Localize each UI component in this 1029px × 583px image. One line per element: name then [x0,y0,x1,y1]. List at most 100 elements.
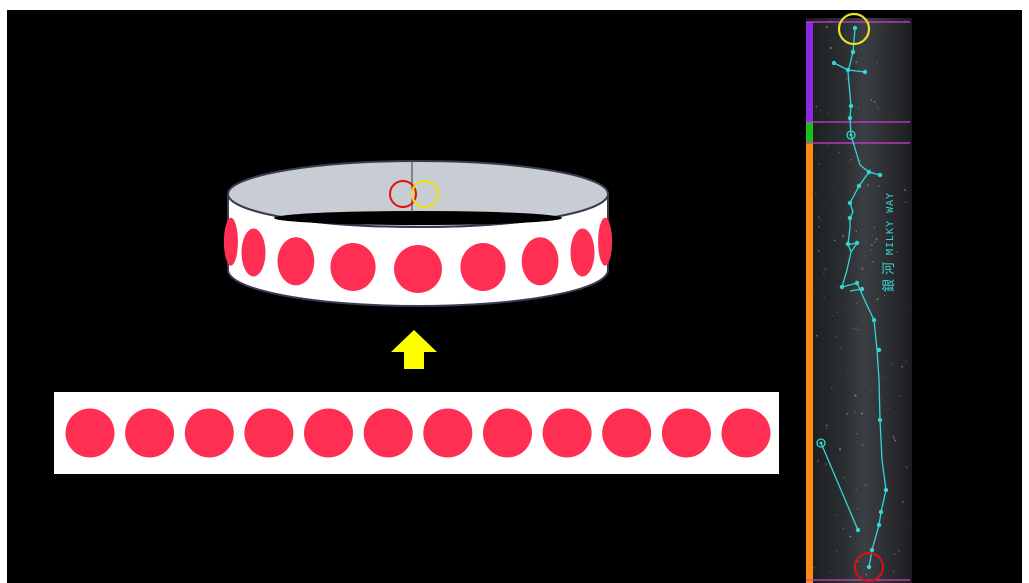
background-star [825,427,827,429]
background-star [839,555,840,556]
background-star [847,373,848,374]
background-star [846,78,848,80]
background-star [876,24,877,25]
background-star [865,574,867,576]
background-star [848,160,849,161]
background-star [906,360,907,361]
background-star [856,327,857,328]
background-star [828,113,829,114]
band-dot [460,243,505,291]
background-star [813,292,814,293]
background-star [861,49,862,50]
background-star [899,396,900,397]
background-star [893,435,895,437]
background-star [865,484,867,486]
background-star [817,460,819,462]
band-hole-shadow [274,211,562,225]
background-star [899,212,900,213]
star-point [863,70,867,74]
star-point [846,242,850,246]
background-star [904,189,906,191]
background-star [830,47,832,49]
background-star [820,219,821,220]
background-star [878,185,880,187]
band-dot [224,218,238,266]
background-star [864,256,865,257]
background-star [894,554,895,555]
flat-strip-dot [66,409,115,458]
background-star [815,193,817,195]
background-star [899,338,900,339]
background-star [833,315,834,316]
background-star [818,226,819,227]
band-dot [571,229,595,277]
background-star [825,463,827,465]
green-bar [806,122,813,143]
background-star [835,336,837,338]
background-star [861,334,862,335]
background-star [876,105,878,107]
background-star [857,508,859,510]
background-star [852,179,853,180]
background-star [847,216,848,217]
star-point [850,134,853,137]
star-point [853,26,857,30]
background-star [860,160,861,161]
star-point [832,61,836,65]
milky-way-label-chinese: 銀 河 [882,262,897,292]
background-star [814,567,816,569]
star-point [848,116,852,120]
background-star [837,551,838,552]
background-star [867,184,869,186]
background-star [888,408,889,409]
background-star [834,240,836,242]
flat-strip-dot [662,409,711,458]
flat-strip-dot [423,409,472,458]
band-dot [278,237,315,285]
background-star [824,297,825,298]
star-point [849,104,853,108]
star-point [877,523,881,527]
flat-strip-dot [125,409,174,458]
background-star [826,425,828,427]
star-point [856,528,860,532]
background-star [815,106,817,108]
background-star [843,477,844,478]
background-star [839,448,841,450]
background-star [838,152,840,154]
milky-way-label: MILKY WAY [885,192,896,255]
background-star [838,285,839,286]
background-star [856,503,857,504]
background-star [831,388,832,389]
background-star [881,28,882,29]
background-star [897,251,898,252]
star-point [877,348,881,352]
background-star [823,273,825,275]
background-star [878,108,880,110]
background-star [856,303,857,304]
background-star [824,203,825,204]
background-star [862,444,864,446]
background-star [855,61,857,63]
background-star [845,35,846,36]
flat-strip-dot [244,409,293,458]
background-star [842,235,844,237]
star-point [855,241,859,245]
band-dot [394,245,442,293]
star-point [872,318,876,322]
background-star [872,261,873,262]
background-star [845,305,846,306]
background-star [877,298,879,300]
background-star [861,268,863,270]
star-point [878,173,882,177]
star-point [867,565,871,569]
background-star [818,250,820,252]
background-star [855,489,856,490]
background-star [873,68,874,69]
background-star [836,514,837,515]
background-star [830,40,831,41]
star-point [878,418,882,422]
background-star [853,327,855,329]
